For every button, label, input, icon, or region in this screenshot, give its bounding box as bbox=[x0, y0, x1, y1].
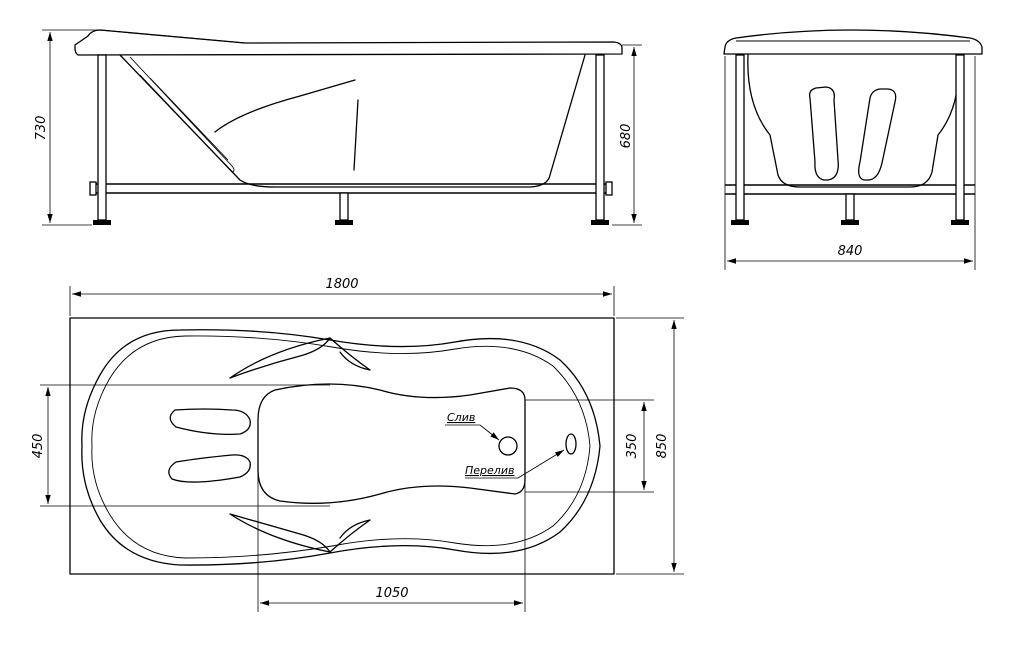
top-overflow bbox=[565, 433, 577, 455]
top-outline bbox=[69, 317, 615, 575]
top-headrest-upper bbox=[169, 408, 251, 435]
dim-850-label: 850 bbox=[655, 434, 670, 459]
dim-1800-label: 1800 bbox=[325, 277, 358, 292]
drain-label: Слив bbox=[447, 411, 475, 424]
top-drain bbox=[498, 436, 518, 456]
dim-350: 350 bbox=[525, 399, 654, 493]
dim-730-label: 730 bbox=[34, 116, 49, 141]
callout-overflow: Перелив bbox=[465, 449, 565, 479]
side-leg-right bbox=[595, 54, 605, 221]
callout-drain: Слив bbox=[445, 411, 500, 441]
top-headrest-lower bbox=[168, 454, 251, 483]
side-view bbox=[74, 29, 623, 225]
dim-1050: 1050 bbox=[257, 470, 526, 612]
dim-450: 450 bbox=[31, 384, 330, 507]
side-tub-body bbox=[119, 54, 586, 188]
dim-450-label: 450 bbox=[31, 434, 46, 459]
dim-840-label: 840 bbox=[838, 244, 863, 259]
dim-680-label: 680 bbox=[619, 124, 634, 149]
end-tub-body bbox=[747, 54, 960, 188]
top-bowl-outer bbox=[81, 329, 601, 566]
end-rim bbox=[723, 29, 983, 55]
dim-840: 840 bbox=[724, 56, 976, 270]
side-rim bbox=[74, 29, 623, 56]
end-headrest-right bbox=[858, 88, 897, 181]
dim-1800: 1800 bbox=[69, 277, 615, 316]
side-leg-left bbox=[97, 54, 107, 221]
end-headrest-left bbox=[808, 86, 839, 181]
end-view bbox=[723, 29, 983, 225]
top-bowl-inner bbox=[91, 335, 591, 559]
side-leg-middle bbox=[339, 192, 349, 221]
dim-730: 730 bbox=[34, 29, 98, 226]
overflow-label: Перелив bbox=[465, 464, 514, 477]
dim-350-label: 350 bbox=[625, 434, 640, 459]
dim-1050-label: 1050 bbox=[375, 586, 408, 601]
top-seat-basin bbox=[257, 383, 526, 504]
end-leg-middle bbox=[845, 193, 855, 221]
dim-850: 850 bbox=[616, 317, 684, 575]
dim-680: 680 bbox=[612, 44, 642, 226]
top-view bbox=[69, 317, 615, 575]
end-leg-right bbox=[955, 54, 965, 221]
end-leg-left bbox=[735, 54, 745, 221]
